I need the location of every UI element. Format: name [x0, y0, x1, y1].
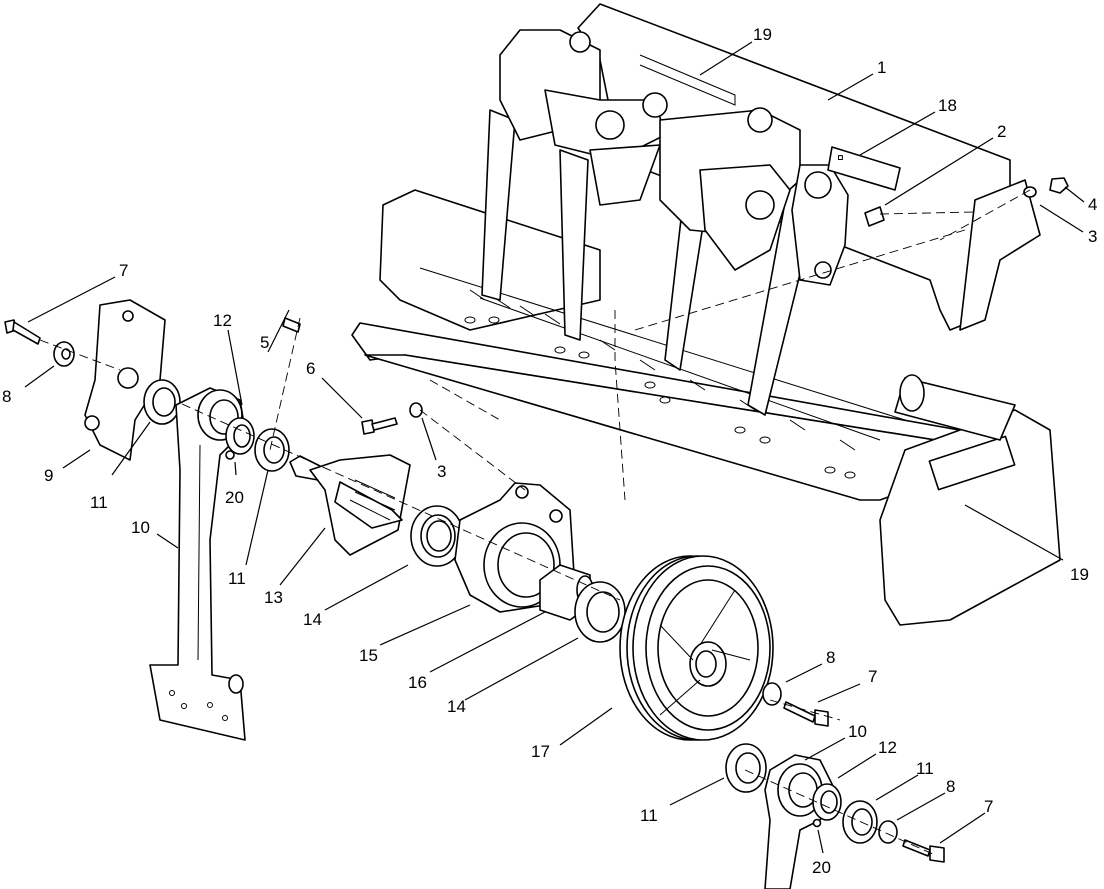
assembly-centerlines [39, 189, 1031, 856]
callout-12: 12 [878, 738, 897, 757]
callout-18: 18 [938, 96, 957, 115]
callout-16: 16 [408, 673, 427, 692]
callout-12: 12 [213, 311, 232, 330]
callout-5: 5 [260, 333, 269, 352]
left-arm-assembly [4, 299, 829, 741]
callout-20: 20 [225, 488, 244, 507]
callout-7: 7 [868, 667, 877, 686]
callout-19: 19 [1070, 565, 1089, 584]
callout-11: 11 [90, 493, 108, 512]
callout-14: 14 [447, 697, 466, 716]
callout-1: 1 [877, 58, 886, 77]
svg-text:■: ■ [838, 153, 843, 162]
callout-19: 19 [753, 25, 772, 44]
callout-9: 9 [44, 466, 53, 485]
callout-15: 15 [359, 646, 378, 665]
callout-7: 7 [119, 261, 128, 280]
right-arm-assembly [725, 743, 945, 889]
callout-11: 11 [916, 759, 934, 778]
callout-8: 8 [946, 777, 955, 796]
callout-11: 11 [640, 806, 658, 825]
callout-3: 3 [1088, 227, 1097, 246]
callout-8: 8 [826, 648, 835, 667]
callout-7: 7 [984, 797, 993, 816]
callout-2: 2 [997, 122, 1006, 141]
callout-8: 8 [2, 387, 11, 406]
callout-17: 17 [531, 742, 550, 761]
callout-10: 10 [131, 518, 150, 537]
callout-6: 6 [306, 359, 315, 378]
callout-13: 13 [264, 588, 283, 607]
leader-lines [24, 41, 1085, 854]
callout-labels: 1 2 3 3 4 5 6 7 7 7 8 8 8 9 10 10 11 11 … [2, 25, 1097, 877]
callout-14: 14 [303, 610, 322, 629]
callout-3: 3 [437, 462, 446, 481]
callout-4: 4 [1088, 195, 1097, 214]
callout-11: 11 [228, 569, 246, 588]
callout-10: 10 [848, 722, 867, 741]
callout-20: 20 [812, 858, 831, 877]
